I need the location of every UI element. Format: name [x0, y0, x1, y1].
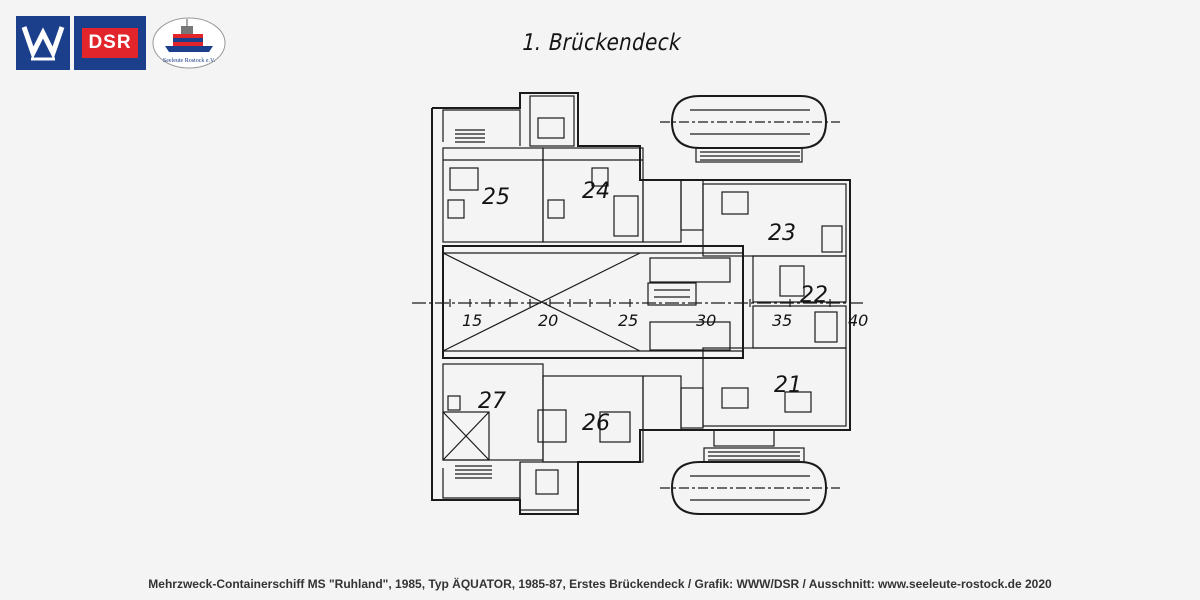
room-number-27: 27 [478, 389, 506, 414]
dsr-logo: DSR [74, 16, 146, 70]
stair-lines-top [455, 129, 485, 143]
lifeboat-top [660, 95, 840, 163]
logo-group: DSR Seeleute Rostock e.V. [16, 16, 228, 70]
stair-top [529, 95, 575, 147]
seeleute-emblem-icon: Seeleute Rostock e.V. [152, 17, 226, 69]
room-number-22: 22 [800, 283, 828, 308]
central-corridor [442, 245, 744, 359]
seeleute-logo-text: Seeleute Rostock e.V. [163, 58, 216, 64]
stair-bottom [442, 411, 490, 461]
bottom-wing [442, 462, 521, 499]
stair-block [647, 282, 697, 306]
cabin-22 [752, 255, 847, 303]
top-wing [442, 109, 521, 146]
seeleute-logo: Seeleute Rostock e.V. [150, 16, 228, 70]
lifeboat-bottom [660, 429, 840, 515]
frame-label-25: 25 [618, 311, 638, 330]
dsr-logo-text: DSR [82, 28, 138, 58]
stair-lines-bottom [455, 465, 492, 479]
room-number-26: 26 [582, 411, 610, 436]
cabin-21 [702, 347, 847, 427]
image-caption: Mehrzweck-Containerschiff MS "Ruhland", … [148, 577, 1052, 591]
vw-logo [16, 16, 70, 70]
vw-emblem-icon [21, 26, 65, 61]
frame-label-15: 15 [462, 311, 482, 330]
stair-bottom-block [519, 461, 579, 511]
room-number-25: 25 [482, 185, 510, 210]
room-number-24: 24 [582, 179, 610, 204]
aux-room-top [642, 179, 682, 243]
room-number-23: 23 [768, 221, 796, 246]
elevator-block [649, 257, 731, 283]
frame-label-20: 20 [538, 311, 558, 330]
frame-label-30: 30 [696, 311, 716, 330]
frame-label-35: 35 [772, 311, 792, 330]
corridor-cross-2 [442, 252, 641, 352]
frame-label-40: 40 [848, 311, 868, 330]
room-number-21: 21 [774, 373, 802, 398]
